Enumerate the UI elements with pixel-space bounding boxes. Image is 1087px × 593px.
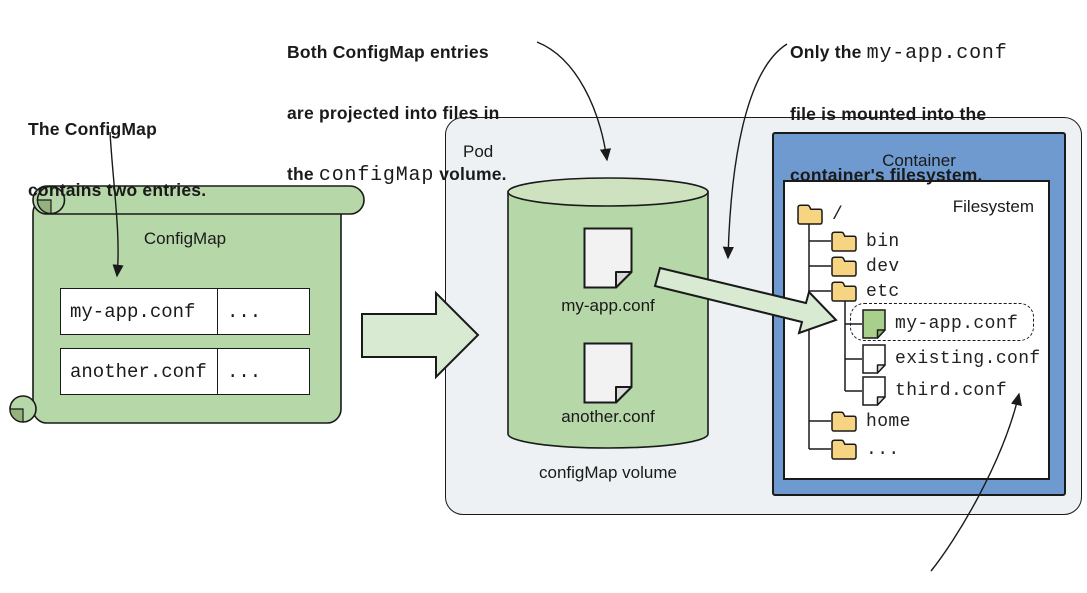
fs-item-home: home: [831, 411, 911, 432]
annotation-line: container's filesystem.: [790, 165, 983, 185]
fs-item-name: /: [832, 204, 844, 225]
pod-label: Pod: [463, 142, 494, 161]
annotation-line: the configMap volume.: [287, 164, 507, 187]
mounted-file-icon: [862, 309, 886, 339]
folder-icon: [831, 439, 857, 460]
configmap-title: ConfigMap: [143, 229, 227, 248]
configmap-entry-value: ...: [218, 288, 310, 335]
fs-item-etc: etc: [831, 281, 900, 302]
folder-icon: [831, 231, 857, 252]
fs-item-name: etc: [866, 281, 900, 302]
fs-item-root: /: [797, 204, 843, 225]
fs-item-existing-conf: existing.conf: [862, 344, 1041, 374]
container-label: Container: [882, 151, 956, 170]
fs-item-name: bin: [866, 231, 900, 252]
fs-item-name: dev: [866, 256, 900, 277]
fs-item-name: home: [866, 411, 911, 432]
configmap-entry-key: my-app.conf: [60, 288, 218, 335]
annotation-line: file is mounted into the: [790, 104, 987, 124]
configmap-entry-key: another.conf: [60, 348, 218, 395]
fs-item-name: third.conf: [895, 381, 1008, 401]
fs-item-my-app-conf: my-app.conf: [862, 309, 1018, 339]
file-icon: [862, 376, 886, 406]
configmap-row: another.conf ...: [60, 348, 310, 395]
volume-caption: configMap volume: [539, 463, 677, 482]
annotation-line: contains two entries.: [28, 180, 207, 200]
annotation-configmap-entries: The ConfigMap contains two entries.: [28, 81, 206, 239]
annotation-line: Both ConfigMap entries: [287, 42, 489, 62]
file-icon: [583, 227, 633, 289]
folder-icon: [797, 204, 823, 225]
fs-item-dev: dev: [831, 256, 900, 277]
folder-icon: [831, 411, 857, 432]
annotation-mount: Only the my-app.conf file is mounted int…: [790, 4, 1008, 224]
mounted-file-highlight: [850, 303, 1034, 341]
volume-file-label: another.conf: [561, 407, 655, 426]
file-icon: [862, 344, 886, 374]
fs-item-ellipsis: ...: [831, 439, 900, 460]
fs-item-name: my-app.conf: [895, 314, 1019, 334]
configmap-row: my-app.conf ...: [60, 288, 310, 335]
fs-item-third-conf: third.conf: [862, 376, 1007, 406]
annotation-existing-files: The files existing.conf and: [733, 577, 1014, 593]
folder-icon: [831, 256, 857, 277]
filesystem-label: Filesystem: [952, 197, 1034, 216]
fs-item-name: ...: [866, 439, 900, 460]
annotation-line: Only the my-app.conf: [790, 42, 1008, 65]
volume-file-label: my-app.conf: [561, 296, 655, 315]
fs-item-bin: bin: [831, 231, 900, 252]
fs-item-name: existing.conf: [895, 349, 1041, 369]
annotation-line: are projected into files in: [287, 103, 500, 123]
annotation-projection: Both ConfigMap entries are projected int…: [287, 4, 507, 224]
file-icon: [583, 342, 633, 404]
annotation-line: The ConfigMap: [28, 119, 157, 139]
configmap-entry-value: ...: [218, 348, 310, 395]
folder-icon: [831, 281, 857, 302]
